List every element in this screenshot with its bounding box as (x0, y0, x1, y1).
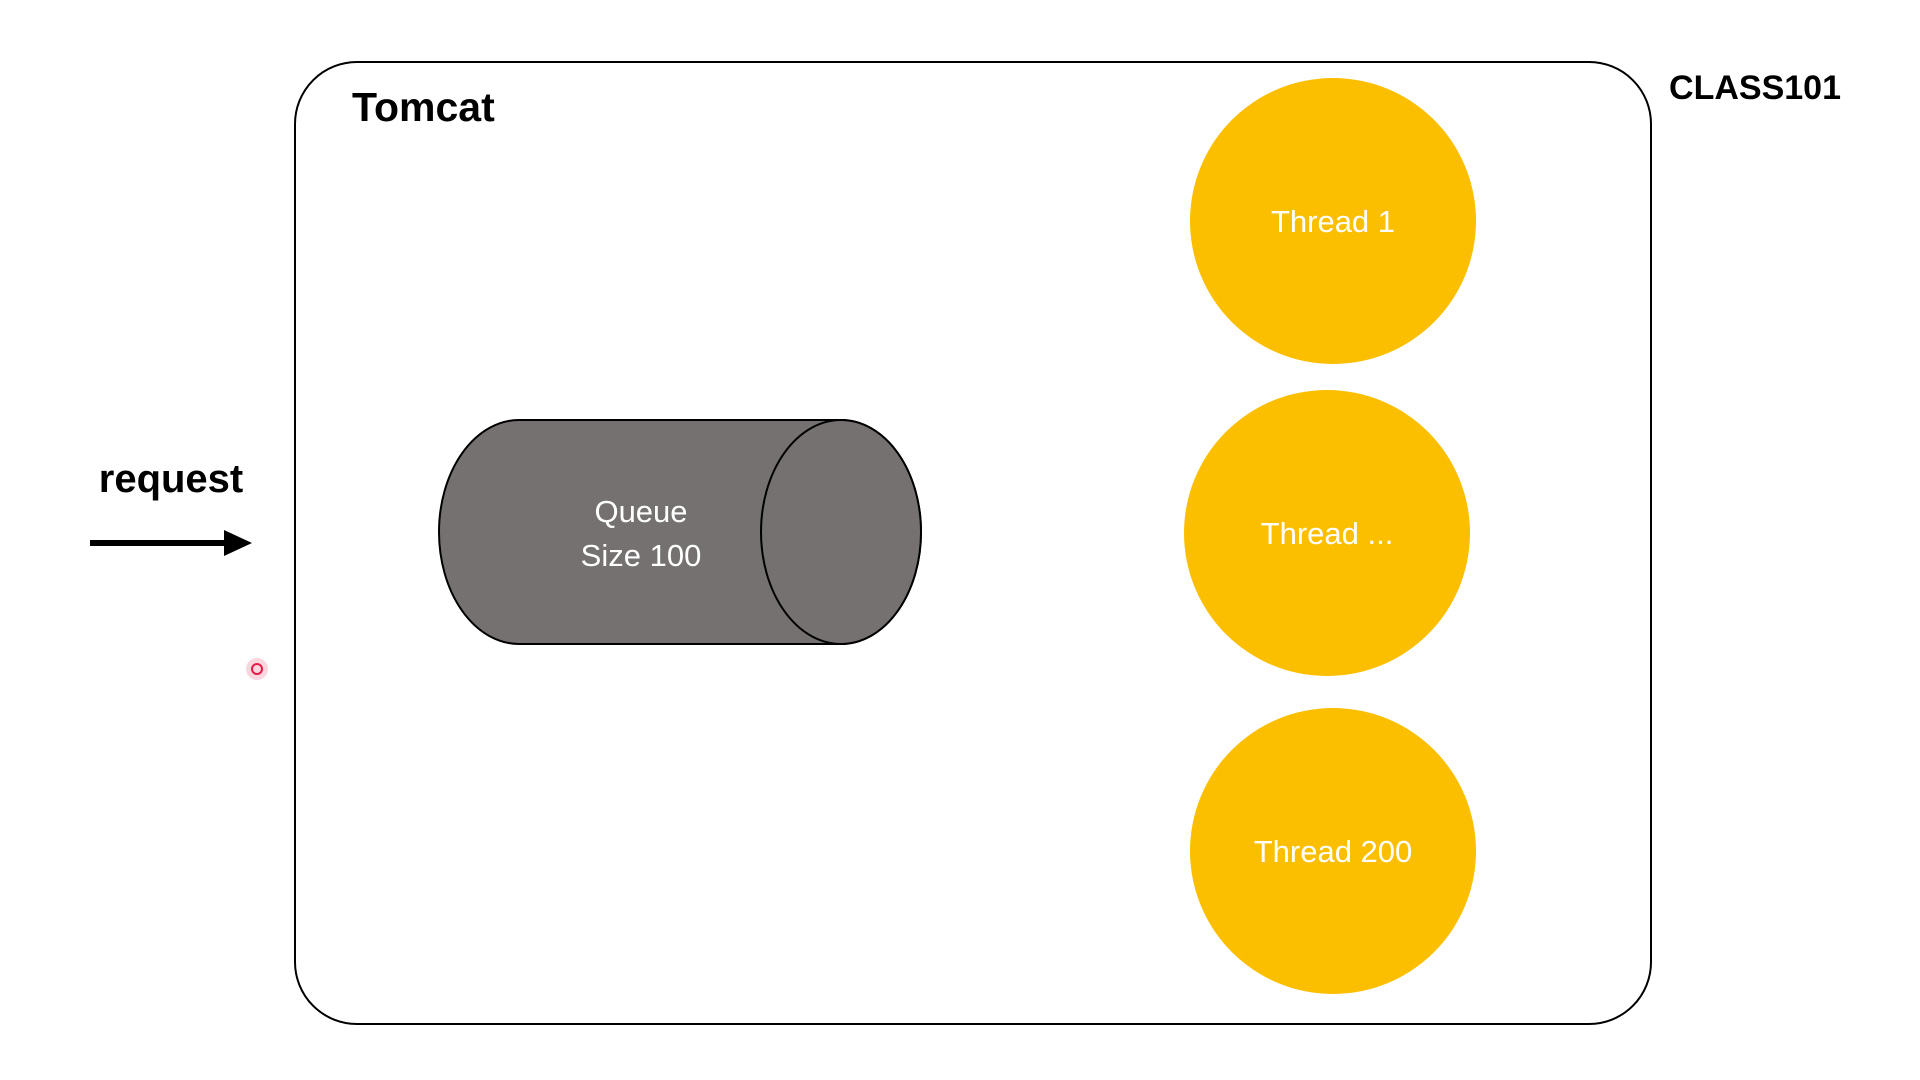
thread-circle-middle (1184, 390, 1470, 676)
queue-cylinder (438, 419, 922, 645)
tomcat-title: Tomcat (352, 84, 495, 130)
thread-label-middle: Thread ... (1261, 516, 1394, 551)
thread-label-200: Thread 200 (1254, 834, 1413, 869)
thread-label-1: Thread 1 (1271, 204, 1395, 239)
request-label: request (99, 457, 244, 501)
cursor-pointer-icon (246, 658, 268, 680)
queue-label: Queue (594, 494, 687, 529)
request-arrow-icon (90, 530, 252, 556)
thread-circle-1 (1190, 78, 1476, 364)
class101-logo: CLASS101 (1669, 69, 1841, 107)
queue-size-label: Size 100 (581, 538, 702, 573)
thread-circle-200 (1190, 708, 1476, 994)
